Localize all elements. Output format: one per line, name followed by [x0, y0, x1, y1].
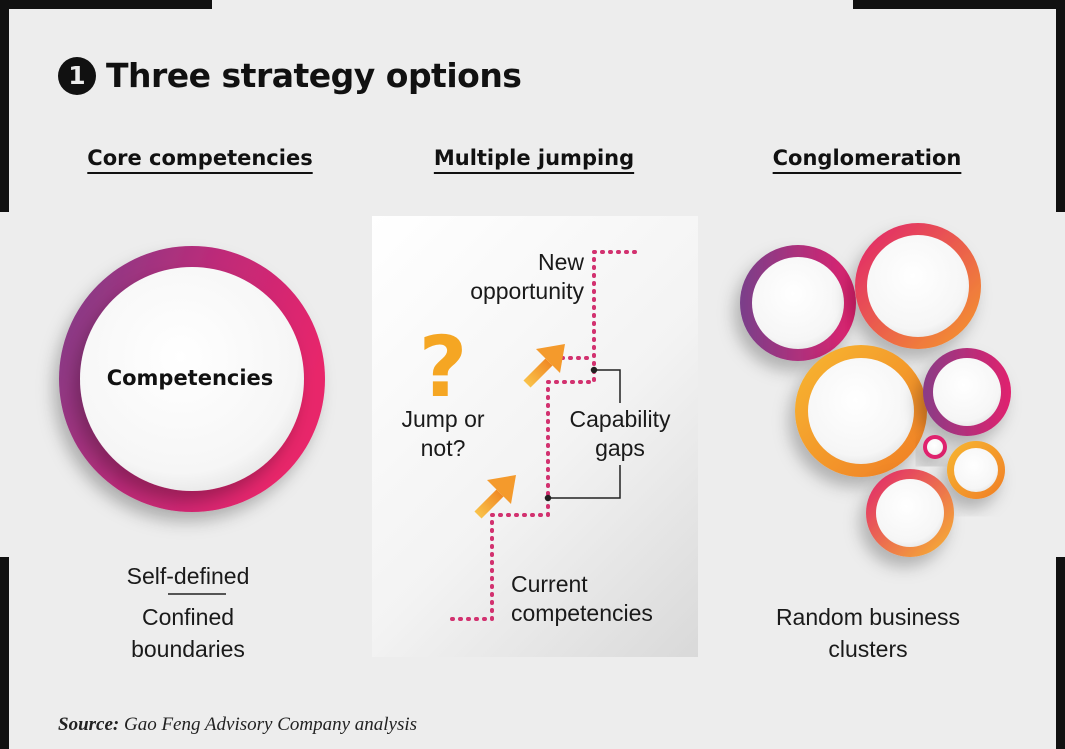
not-label: not? — [420, 435, 466, 461]
current-label: Current — [511, 571, 588, 597]
heading-core-competencies: Core competencies — [87, 146, 313, 170]
jump-or-label: Jump or — [401, 406, 485, 432]
frame-corner-top-left — [0, 0, 212, 9]
page-title: 1 Three strategy options — [58, 56, 522, 95]
source-note: Source: Gao Feng Advisory Company analys… — [58, 714, 417, 736]
source-label: Source: — [58, 714, 120, 735]
clusters-label: clusters — [828, 636, 908, 662]
jump-dotted-path — [450, 250, 644, 621]
frame-corner-top-right — [853, 0, 1065, 9]
divider-line — [168, 593, 226, 595]
frame-edge-left-top — [0, 0, 9, 212]
frame-edge-right-top — [1056, 0, 1065, 212]
heading-multiple-jumping: Multiple jumping — [433, 146, 635, 170]
capability-gaps-bracket — [544, 366, 621, 502]
competencies-current-label: competencies — [511, 600, 653, 626]
title-number-badge: 1 — [58, 56, 96, 95]
heading-conglomeration: Conglomeration — [772, 146, 962, 170]
competencies-circle — [59, 246, 325, 512]
boundaries-label: boundaries — [131, 636, 245, 662]
capability-label: Capability — [569, 406, 671, 432]
frame-edge-left-bottom — [0, 557, 9, 749]
lower-arrow-icon — [474, 475, 516, 519]
self-defined-label: Self-defined — [126, 563, 250, 589]
competencies-label: Competencies — [106, 366, 274, 390]
upper-arrow-icon — [523, 344, 565, 388]
new-label: New — [537, 249, 584, 275]
frame-edge-right-bottom — [1056, 557, 1065, 749]
conglomeration-circles — [740, 223, 1011, 557]
title-text: Three strategy options — [106, 56, 522, 95]
question-mark-icon: ? — [419, 318, 468, 416]
gaps-label: gaps — [595, 435, 645, 461]
opportunity-label: opportunity — [470, 278, 584, 304]
jumping-panel — [372, 216, 698, 657]
random-business-label: Random business — [775, 604, 961, 630]
confined-label: Confined — [141, 604, 235, 630]
source-text: Gao Feng Advisory Company analysis — [123, 714, 418, 735]
